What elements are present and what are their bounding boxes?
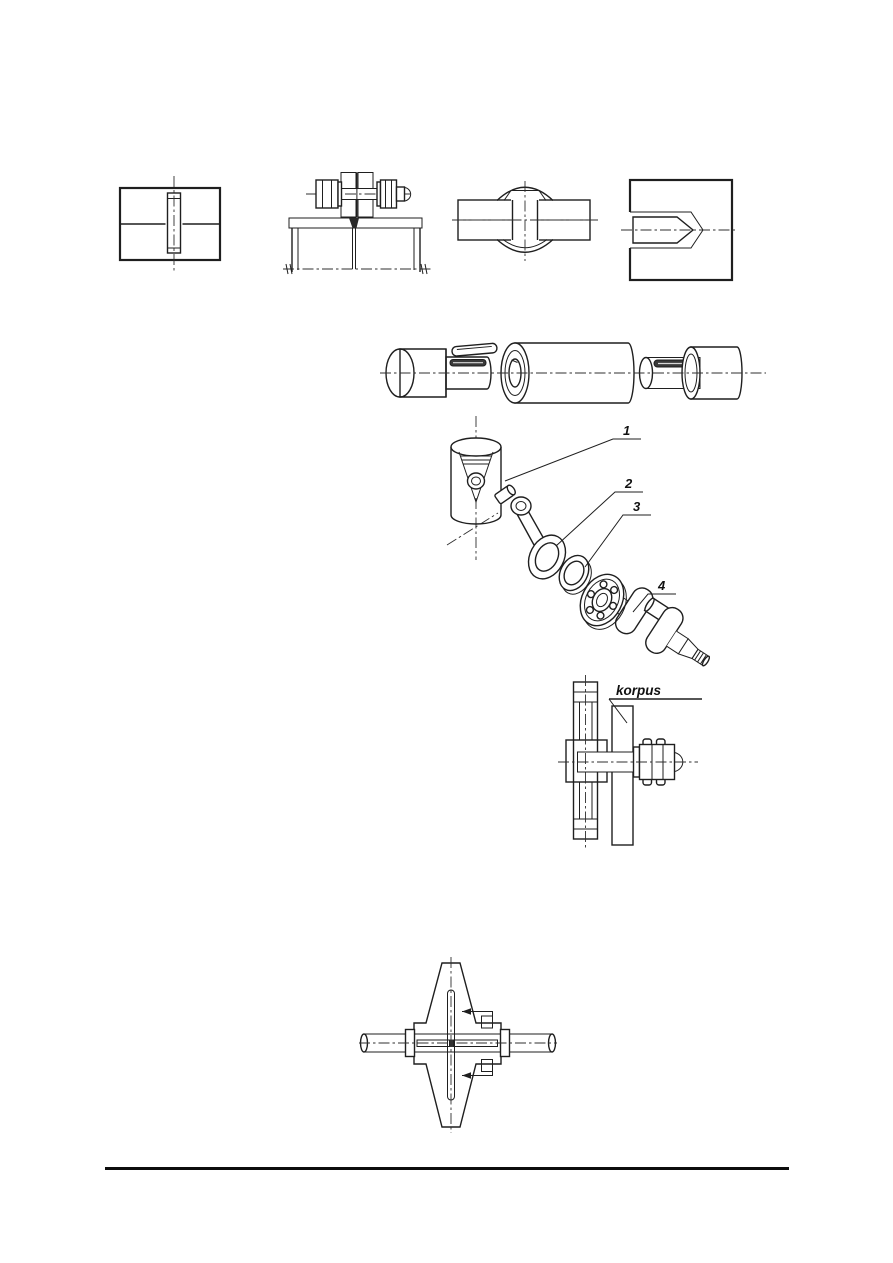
figure-cone-disc-coupling-section [359,957,557,1133]
bearing-ring-drawing [558,554,592,595]
set-screw-top [481,1015,493,1029]
figure-pin-blind-hole-section [621,178,737,282]
right-hub [690,346,743,400]
housing-wall-section [611,705,634,846]
leader-line-3 [584,514,651,568]
dowel-pin [632,216,695,244]
figure-sleeve-coupling-exploded [380,342,766,404]
figure-rivet-joint-section [452,181,598,261]
figure-bolted-flange-coupling [283,172,432,275]
figure-crank-mechanism-exploded: 1 2 3 4 [446,416,710,667]
leader-line-1 [504,438,641,482]
callout-label-connecting-rod: 2 [624,476,633,491]
set-screw-bottom [481,1059,493,1072]
callout-label-piston: 1 [623,423,630,438]
callout-label-bearing: 3 [633,499,641,514]
footer-rule [105,1167,789,1170]
rivet-head-bottom [496,238,554,253]
feather-key [451,342,498,357]
leader-line-2 [555,491,643,547]
leader-line-4 [632,593,676,613]
coupling-sleeve [514,342,635,404]
leader-line-korpus [608,698,628,724]
pointer-arrow-bottom [462,1065,493,1076]
bolt-nut [379,179,398,209]
pointer-arrow-top [462,1011,493,1022]
figure-wheel-housing-mount: korpus [558,675,702,848]
figure-pin-joint-section [118,176,222,272]
ball-bearing-drawing [579,573,627,630]
piston-drawing [450,437,502,525]
callout-label-crankshaft: 4 [657,578,666,593]
callout-label-housing: korpus [616,683,662,698]
keyway-left [416,1039,450,1047]
bolt-hex-head [315,179,339,209]
coupling-disc-section [413,962,502,1128]
piston-pin-drawing [494,484,516,505]
